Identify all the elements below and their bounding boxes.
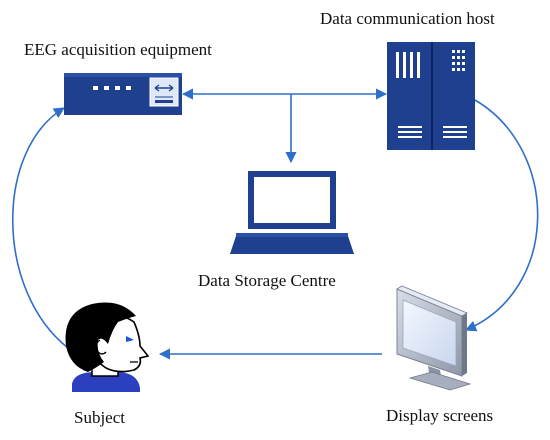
person-head-icon [65, 302, 150, 392]
monitor-icon [396, 285, 472, 391]
host-label: Data communication host [320, 9, 495, 28]
eeg-label: EEG acquisition equipment [24, 40, 212, 59]
subject-label: Subject [74, 408, 125, 427]
server-icon [387, 42, 475, 150]
subject-eeg-link [11, 107, 69, 349]
host-display-link [464, 99, 539, 332]
storage-label: Data Storage Centre [198, 271, 336, 290]
eeg-device-icon [64, 73, 182, 115]
laptop-icon [230, 171, 354, 254]
display-label: Display screens [386, 406, 493, 425]
